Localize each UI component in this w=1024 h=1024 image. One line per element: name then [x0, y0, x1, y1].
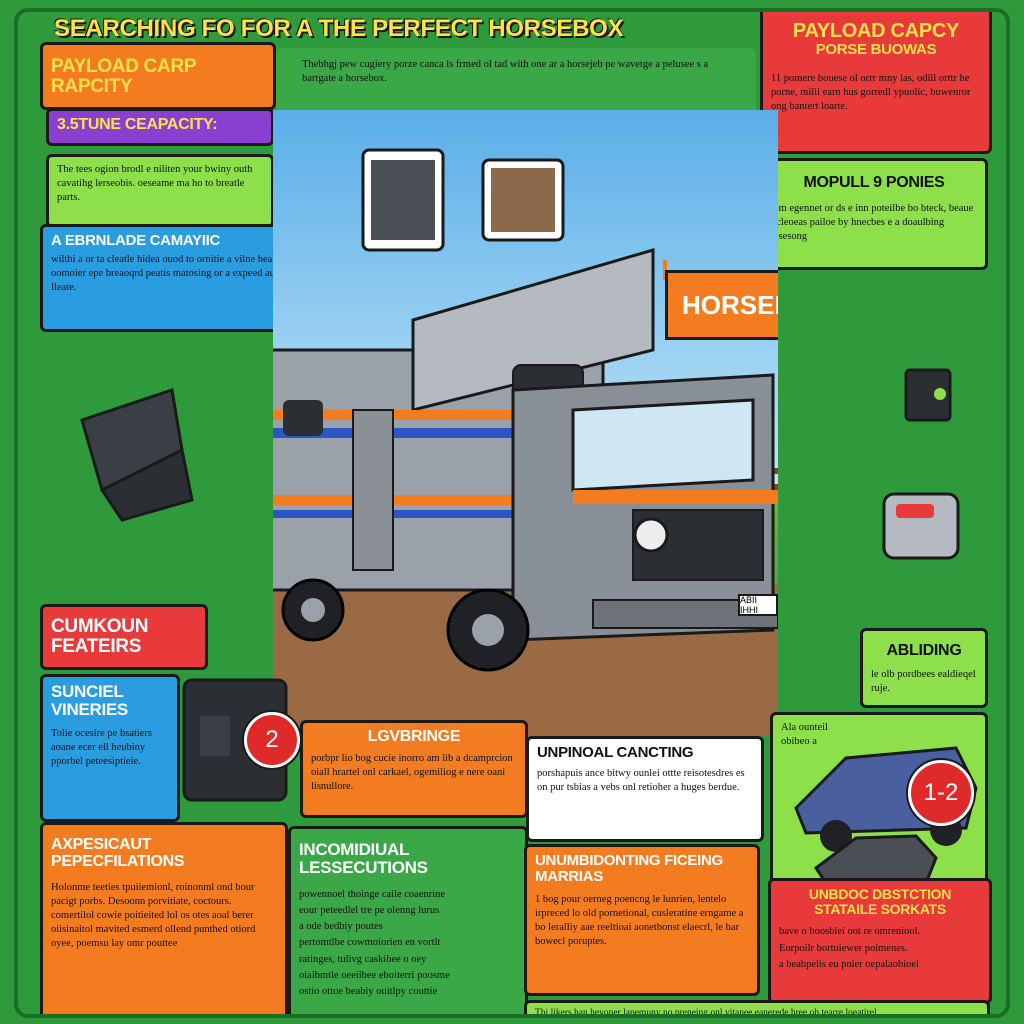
horsebox-sign: HORSEBOX: [665, 270, 778, 340]
lgvbringe-text: porbpr lio bog cucie inorro am lib a dca…: [311, 752, 513, 793]
badge-1-2-text: 1-2: [923, 779, 959, 806]
camera-icon: [904, 368, 952, 422]
infographic-frame: SEARCHING FO FOR A THE PERFECT HORSEBOX …: [14, 8, 1010, 1018]
page-title: SEARCHING FO FOR A THE PERFECT HORSEBOX: [54, 15, 624, 42]
unbdoc-list: bave o hoosblei oot re omreniool. Eorpoi…: [779, 924, 981, 973]
ebrnlade-text: wilthi a or ta cleatle hidea ouod to orn…: [51, 253, 312, 294]
incomidiual-bullet: oiaibmtle oeeiibee eboiterri poosme: [299, 970, 450, 982]
payload-capacity-subheading: PORSE BUOWAS: [815, 41, 937, 58]
ebrnlade-heading: A EBRNLADE CAMAYIIC: [51, 232, 221, 249]
unbdoc-heading: UNBDOC DBSTCTION STATAILE SORKATS: [808, 886, 952, 917]
intro-text: Thebhgj pew cugiery porze canca ls frmed…: [302, 59, 709, 85]
payload-capacity-text: 11 pomere bouese ol orrr mny las, odill …: [771, 72, 971, 113]
tune-capacity-heading: 3.5TUNE CEAPACITY:: [57, 116, 218, 133]
cumkoun-features-heading: CUMKOUN FEATEIRS: [51, 616, 149, 657]
cumkoun-features-panel: CUMKOUN FEATEIRS: [40, 604, 208, 670]
incomidiual-heading: INCOMIDIUAL LESSECUTIONS: [299, 840, 428, 877]
mopull-panel: MOPULL 9 PONIES tem egennet or ds e inn …: [760, 158, 988, 270]
axpesicaut-text: Holonme teeties tpuiiemionl, roinonml on…: [51, 881, 256, 950]
mopull-heading: MOPULL 9 PONIES: [803, 174, 945, 191]
unumbidonting-panel: UNUMBIDONTING FICEING MARRIAS 1 bog pour…: [524, 844, 760, 996]
horsebox-truck: [273, 148, 778, 672]
badge-1-2: 1-2: [908, 760, 974, 826]
abliding-heading: ABLIDING: [886, 642, 962, 659]
badge-2: 2: [244, 712, 300, 768]
abliding-panel: ABLIDING le olb pordbees ealdieqel ruje.: [860, 628, 988, 708]
license-plate: ABII IHHI: [738, 594, 778, 616]
axpesicaut-heading: AXPESICAUT PEPECFILATIONS: [51, 836, 185, 870]
seat-icon: [80, 388, 194, 522]
payload-capacity-heading: PAYLOAD CAPCY: [792, 20, 960, 42]
unpinoal-heading: UNPINOAL CANCTING: [537, 744, 694, 761]
unpinoal-text: porshapuis ance bitwy ounlei ottte reiso…: [537, 767, 745, 793]
unpinoal-panel: UNPINOAL CANCTING porshapuis ance bitwy …: [526, 736, 764, 842]
sunciel-text: Tolie ocesire pe bsatiers aoane ecer ell…: [51, 727, 153, 768]
unbdoc-bullet: a beabpelis eu pnier oepalaobioel: [779, 958, 919, 970]
incomidiual-bullet: ratinges, tulivg caskibee o oey: [299, 953, 427, 965]
intro-panel: Thebhgj pew cugiery porze canca ls frmed…: [276, 48, 756, 114]
payload-capacity-panel: PAYLOAD CAPCY PORSE BUOWAS 11 pomere bou…: [760, 12, 992, 154]
license-plate-text: ABII IHHI: [740, 595, 758, 615]
tune-capacity-panel: The tees ogion brodl e niliten your bwin…: [46, 154, 274, 228]
axpesicaut-panel: AXPESICAUT PEPECFILATIONS Holonme teetie…: [40, 822, 288, 1014]
badge-2-text: 2: [265, 726, 279, 753]
sunciel-panel: SUNCIEL VINERIES Tolie ocesire pe bsatie…: [40, 674, 180, 822]
incomidiual-panel: INCOMIDIUAL LESSECUTIONS powennoel thoin…: [288, 826, 528, 1014]
unbdoc-bullet: bave o hoosblei oot re omreniool.: [779, 926, 921, 938]
lgvbringe-heading: LGVBRINGE: [367, 728, 461, 745]
unumbidonting-heading: UNUMBIDONTING FICEING MARRIAS: [535, 852, 723, 885]
abliding-text: le olb pordbees ealdieqel ruje.: [871, 668, 976, 694]
footer-text: Thi likers han heyoner lapemuny no prene…: [535, 1008, 879, 1018]
unumbidonting-text: 1 bog pour oerneg poencng le lunrien, le…: [535, 893, 744, 948]
incomidiual-bullet: ostio ottoe beabiy ouitlpy couttie: [299, 986, 438, 998]
unbdoc-bullet: Eorpoilr bortoiewer poimenes.: [779, 942, 908, 954]
sunciel-heading: SUNCIEL VINERIES: [51, 682, 128, 719]
payload-carp-panel: PAYLOAD CARP RAPCITY: [40, 42, 276, 110]
tune-capacity-heading-panel: 3.5TUNE CEAPACITY:: [46, 108, 274, 146]
car-caption-text: Ala ounteil obibeo a: [781, 722, 828, 748]
lgvbringe-panel: LGVBRINGE porbpr lio bog cucie inorro am…: [300, 720, 528, 818]
incomidiual-bullet: powennoel thoinge caile coaenrine: [299, 888, 446, 900]
incomidiual-bullet: eour peteedlel tre pe olenng lurus: [299, 904, 440, 916]
tail-light-icon: [882, 492, 960, 560]
horsebox-sign-text: HORSEBOX: [682, 289, 778, 320]
unbdoc-panel: UNBDOC DBSTCTION STATAILE SORKATS bave o…: [768, 878, 992, 1004]
tune-capacity-text: The tees ogion brodl e niliten your bwin…: [57, 164, 253, 204]
payload-carp-heading: PAYLOAD CARP RAPCITY: [51, 56, 196, 97]
footer-panel: Thi likers han heyoner lapemuny no prene…: [524, 1000, 990, 1018]
horsebox-illustration: HORSEBOX ABII IHHI: [273, 110, 778, 735]
mopull-text: tem egennet or ds e inn poteilbe bo btec…: [771, 202, 974, 243]
incomidiual-bullet: pertomtlbe cowmoiorien en vortlt: [299, 937, 441, 949]
incomidiual-list: powennoel thoinge caile coaenrine eour p…: [299, 887, 517, 1001]
incomidiual-bullet: a ode bedbiy poutes: [299, 921, 383, 933]
